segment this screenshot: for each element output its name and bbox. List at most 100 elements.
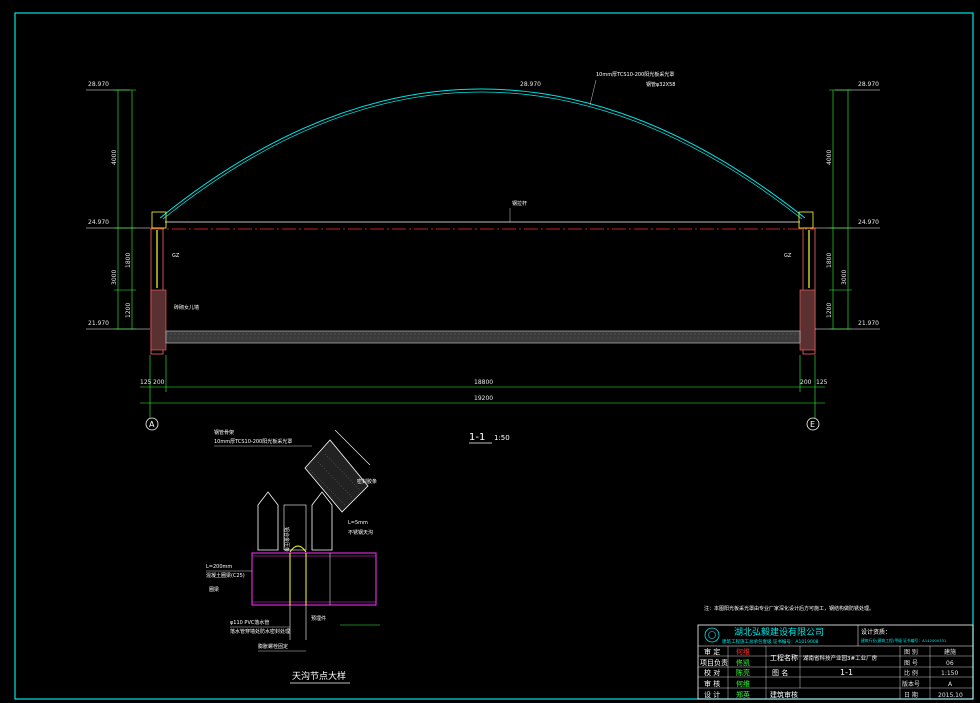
detail-label-l200: L=200mm bbox=[206, 564, 232, 570]
annot-roof-panel: 10mm厚TCS10-200阳光板采光罩 bbox=[596, 71, 674, 78]
tb-right-0-label: 图 别 bbox=[904, 648, 918, 656]
title-block: 湖北弘毅建设有限公司 建筑工程施工总承包壹级 证书编号：A1019008 设计资… bbox=[697, 624, 974, 700]
vdim-right-arch: 4000 bbox=[826, 150, 833, 165]
hdim-left-b: 200 bbox=[153, 379, 165, 386]
gutter-detail: 钢管骨架 10mm厚TCS10-200阳光板采光罩 密封胶条 L=5mm 不锈钢… bbox=[206, 429, 380, 684]
tb-right-3-label: 版本号 bbox=[902, 680, 920, 688]
tb-row-0-label: 审 定 bbox=[704, 647, 720, 656]
detail-panel-edge bbox=[334, 429, 371, 466]
drawing-frame bbox=[14, 12, 974, 700]
hdim-left-a: 125 bbox=[140, 379, 152, 386]
vdim-right-lower: 1200 bbox=[826, 303, 833, 318]
detail-label-seal: 密封胶条 bbox=[357, 478, 377, 485]
hdim-right-b: 125 bbox=[816, 379, 828, 386]
detail-panel-hatch-2 bbox=[317, 461, 353, 498]
detail-label-l200-b: 混凝土圈梁(C25) bbox=[206, 572, 245, 579]
elev-apex: 28.970 bbox=[520, 81, 541, 88]
detail-label-gutter-b: 不锈钢天沟 bbox=[348, 529, 373, 536]
tb-right-1-value: 06 bbox=[946, 660, 954, 667]
company-logo-inner bbox=[708, 631, 716, 639]
annot-gz-right: GZ bbox=[784, 253, 792, 259]
detail-gutter-body bbox=[283, 504, 307, 551]
section-title-scale: 1:50 bbox=[494, 434, 510, 442]
tb-project-name: 湖南省科技产业园3#工业厂房 bbox=[803, 654, 878, 662]
detail-label-gutter: L=5mm bbox=[348, 520, 368, 526]
hdim-total: 19200 bbox=[474, 395, 493, 402]
tb-right-4-value: 2015.10 bbox=[938, 692, 963, 699]
annot-roof-panel-sub: 钢管φ32X58 bbox=[646, 81, 675, 88]
axis-label-left: A bbox=[149, 420, 155, 429]
vdim-left-wall: 3000 bbox=[111, 270, 118, 285]
leader-roof-panel bbox=[589, 79, 597, 106]
tb-row-4-label: 设 计 bbox=[704, 690, 720, 699]
company-logo bbox=[704, 627, 720, 643]
tb-right-3-value: A bbox=[948, 681, 953, 688]
tb-right-2-value: 1:150 bbox=[941, 670, 958, 677]
elev-bot-left: 21.970 bbox=[88, 320, 109, 327]
tb-row-1-sign: 佟凯 bbox=[736, 658, 750, 667]
tb-right-0-value: 建施 bbox=[944, 648, 956, 656]
detail-drain-cap bbox=[289, 545, 307, 553]
vdim-right-wall: 3000 bbox=[841, 270, 848, 285]
tb-right-2-label: 比 例 bbox=[904, 669, 918, 677]
tb-design-unit-label: 设计资质： bbox=[861, 628, 891, 636]
elev-mid-right: 24.970 bbox=[858, 219, 879, 226]
tb-row-3-sign: 何维 bbox=[736, 679, 750, 688]
section-1-1: 28.970 24.970 21.970 28.970 24.970 21.97… bbox=[86, 71, 880, 444]
left-wall-brick bbox=[150, 289, 167, 351]
axis-bubble-right bbox=[806, 417, 820, 431]
tb-project-label: 工程名称 bbox=[770, 653, 798, 662]
tb-right-4-label: 日 期 bbox=[904, 691, 918, 699]
hdim-right-a: 200 bbox=[800, 379, 812, 386]
detail-label-beam: 圈梁 bbox=[209, 586, 219, 593]
vdim-left-lower: 1200 bbox=[125, 303, 132, 318]
elev-mid-left: 24.970 bbox=[88, 219, 109, 226]
right-gutter-node bbox=[798, 211, 814, 229]
right-wall-brick bbox=[799, 289, 816, 351]
vdim-right-upper: 1800 bbox=[826, 253, 833, 268]
detail-label-top-b: 10mm厚TCS10-200阳光板采光罩 bbox=[214, 438, 292, 445]
detail-panel-hatch-1 bbox=[309, 469, 346, 506]
roof-arch-inner bbox=[162, 91, 803, 220]
roof-arch-outer bbox=[159, 88, 806, 219]
axis-bubble-left bbox=[145, 417, 159, 431]
tb-row-2-label: 校 对 bbox=[704, 668, 720, 677]
detail-title: 天沟节点大样 bbox=[292, 670, 346, 682]
section-title-label: 1-1 bbox=[469, 432, 485, 443]
elev-top-left: 28.970 bbox=[88, 81, 109, 88]
detail-label-bolt: 预埋件 bbox=[311, 615, 326, 622]
annot-parapet: 砖砌女儿墙 bbox=[174, 304, 199, 311]
vdim-left-upper: 1800 bbox=[125, 253, 132, 268]
tb-row-2-sign: 陈亮 bbox=[736, 668, 750, 677]
elev-top-right: 28.970 bbox=[858, 81, 879, 88]
detail-label-top-a: 钢管骨架 bbox=[214, 429, 234, 436]
floor-slab bbox=[165, 330, 801, 344]
left-gutter-node bbox=[151, 211, 167, 229]
detail-left-post bbox=[257, 491, 279, 551]
tb-row-1-label: 项目负责 bbox=[700, 658, 728, 667]
title-block-frame bbox=[697, 624, 974, 700]
detail-roof-panel bbox=[304, 439, 369, 513]
tb-designer-label: 建筑审核 bbox=[770, 690, 798, 699]
annot-tie-beam: 钢拉杆 bbox=[512, 200, 527, 207]
detail-right-post bbox=[311, 491, 333, 551]
detail-label-pvc: φ110 PVC落水管 bbox=[230, 619, 269, 626]
tb-row-0-sign: 何维 bbox=[736, 647, 750, 656]
detail-label-bracket: 铝合金压条 bbox=[283, 527, 290, 552]
annot-gz-left: GZ bbox=[172, 253, 180, 259]
vdim-left-arch: 4000 bbox=[111, 150, 118, 165]
tb-company-sub: 建筑工程施工总承包壹级 证书编号：A1019008 bbox=[722, 638, 819, 645]
tb-design-unit-text: 建筑行业(建筑工程)甲级 证书编号：A142000331 bbox=[861, 638, 947, 643]
detail-label-bottom: 膨胀螺栓固定 bbox=[258, 643, 288, 650]
drawing-note: 注：本图阳光板采光罩由专业厂家深化设计后方可施工，钢结构做防锈处理。 bbox=[704, 605, 874, 612]
axis-label-right: E bbox=[810, 420, 815, 429]
tb-row-3-label: 审 核 bbox=[704, 679, 720, 688]
tb-drawing-label: 图 名 bbox=[772, 668, 788, 677]
detail-label-pvc-b: 落水管穿墙处防水密封处理 bbox=[230, 628, 290, 635]
tb-company: 湖北弘毅建设有限公司 bbox=[734, 626, 824, 638]
tb-drawing-name: 1-1 bbox=[840, 668, 853, 677]
detail-ring-beam bbox=[251, 552, 377, 606]
elev-bot-right: 21.970 bbox=[858, 320, 879, 327]
tb-right-1-label: 图 号 bbox=[904, 660, 918, 667]
